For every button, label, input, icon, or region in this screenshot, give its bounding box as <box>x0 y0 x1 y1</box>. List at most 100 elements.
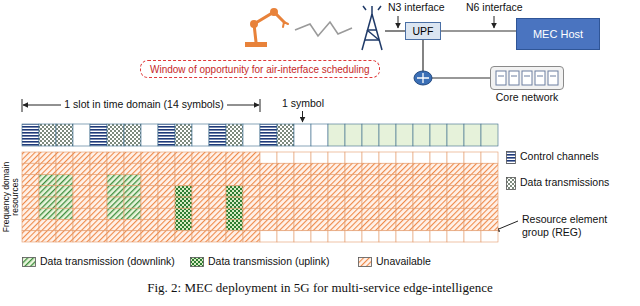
resource-element-group <box>362 152 379 163</box>
resource-element-group <box>481 220 498 231</box>
symbol-cell <box>345 124 362 146</box>
symbol-cell <box>362 124 379 146</box>
resource-element-group <box>158 208 175 219</box>
resource-element-group <box>379 208 396 219</box>
resource-element-group <box>73 152 90 163</box>
resource-element-group <box>73 197 90 208</box>
symbol-cell <box>243 124 260 146</box>
symbol-cell <box>124 124 141 146</box>
resource-element-group <box>396 186 413 197</box>
resource-element-group <box>464 152 481 163</box>
resource-element-group <box>141 186 158 197</box>
core-network-box: Core network <box>490 66 564 90</box>
resource-element-group <box>158 186 175 197</box>
resource-element-group <box>56 163 73 174</box>
resource-element-group <box>175 152 192 163</box>
resource-element-group <box>209 175 226 186</box>
legend-swatch <box>506 151 516 164</box>
resource-element-group <box>243 163 260 174</box>
symbol-cell <box>294 124 311 146</box>
base-station-tower <box>362 6 382 50</box>
resource-element-group <box>277 163 294 174</box>
resource-element-group <box>294 152 311 163</box>
resource-element-group <box>107 220 124 231</box>
resource-element-group <box>379 152 396 163</box>
resource-element-group <box>430 152 447 163</box>
resource-element-group <box>277 175 294 186</box>
resource-element-group <box>345 163 362 174</box>
resource-element-group <box>396 197 413 208</box>
resource-element-group <box>328 197 345 208</box>
node-label: UPF <box>413 25 434 37</box>
resource-element-group <box>175 186 192 197</box>
n6-leader <box>494 16 495 28</box>
resource-element-group <box>124 220 141 231</box>
resource-element-group <box>328 175 345 186</box>
resource-element-group <box>260 208 277 219</box>
resource-element-group <box>22 197 39 208</box>
symbol-cell <box>396 124 413 146</box>
symbol-cell <box>22 124 39 146</box>
resource-element-group <box>175 175 192 186</box>
resource-element-group <box>413 175 430 186</box>
resource-element-group <box>481 208 498 219</box>
resource-element-group <box>90 175 107 186</box>
legend-label: Unavailable <box>376 255 431 268</box>
resource-element-group <box>379 231 396 242</box>
resource-element-group <box>345 186 362 197</box>
resource-element-group <box>464 231 481 242</box>
resource-element-group <box>311 208 328 219</box>
resource-element-group <box>447 208 464 219</box>
resource-element-group <box>345 220 362 231</box>
symbol-cell <box>413 124 430 146</box>
resource-element-group <box>22 186 39 197</box>
resource-element-group <box>124 163 141 174</box>
resource-element-group <box>294 231 311 242</box>
resource-element-group <box>379 186 396 197</box>
router-icon <box>414 71 432 85</box>
resource-element-group <box>73 186 90 197</box>
resource-element-group <box>90 186 107 197</box>
resource-element-group <box>56 152 73 163</box>
resource-element-group <box>294 163 311 174</box>
symbol-cell <box>158 124 175 146</box>
resource-element-group <box>345 175 362 186</box>
resource-element-group <box>481 175 498 186</box>
resource-element-group <box>175 231 192 242</box>
figure-caption: Fig. 2: MEC deployment in 5G for multi-s… <box>0 280 640 296</box>
resource-element-group <box>379 175 396 186</box>
resource-element-group <box>56 186 73 197</box>
resource-element-group <box>328 163 345 174</box>
resource-element-group <box>73 175 90 186</box>
resource-element-group <box>345 231 362 242</box>
resource-element-group <box>413 186 430 197</box>
resource-element-group <box>56 231 73 242</box>
resource-element-group <box>141 231 158 242</box>
symbol-cell <box>447 124 464 146</box>
resource-element-group <box>124 197 141 208</box>
resource-element-group <box>260 220 277 231</box>
resource-element-group <box>209 208 226 219</box>
symbol-cell <box>209 124 226 146</box>
node-label: Core network <box>496 91 558 103</box>
resource-element-group <box>56 220 73 231</box>
resource-element-group <box>260 175 277 186</box>
resource-element-group <box>107 208 124 219</box>
resource-element-group <box>396 152 413 163</box>
resource-element-group <box>243 197 260 208</box>
resource-element-group <box>430 220 447 231</box>
resource-element-group <box>192 152 209 163</box>
resource-element-group <box>294 197 311 208</box>
resource-element-group <box>362 231 379 242</box>
resource-element-group <box>447 220 464 231</box>
legend-label: Data transmission (uplink) <box>208 255 329 268</box>
resource-element-group <box>396 163 413 174</box>
resource-element-group <box>328 152 345 163</box>
resource-element-group <box>260 197 277 208</box>
resource-element-group <box>226 186 243 197</box>
annotation-label: Resource element group (REG) <box>522 213 634 238</box>
resource-element-group <box>175 208 192 219</box>
connector-line <box>423 40 490 78</box>
resource-element-group <box>311 197 328 208</box>
resource-element-group <box>124 208 141 219</box>
